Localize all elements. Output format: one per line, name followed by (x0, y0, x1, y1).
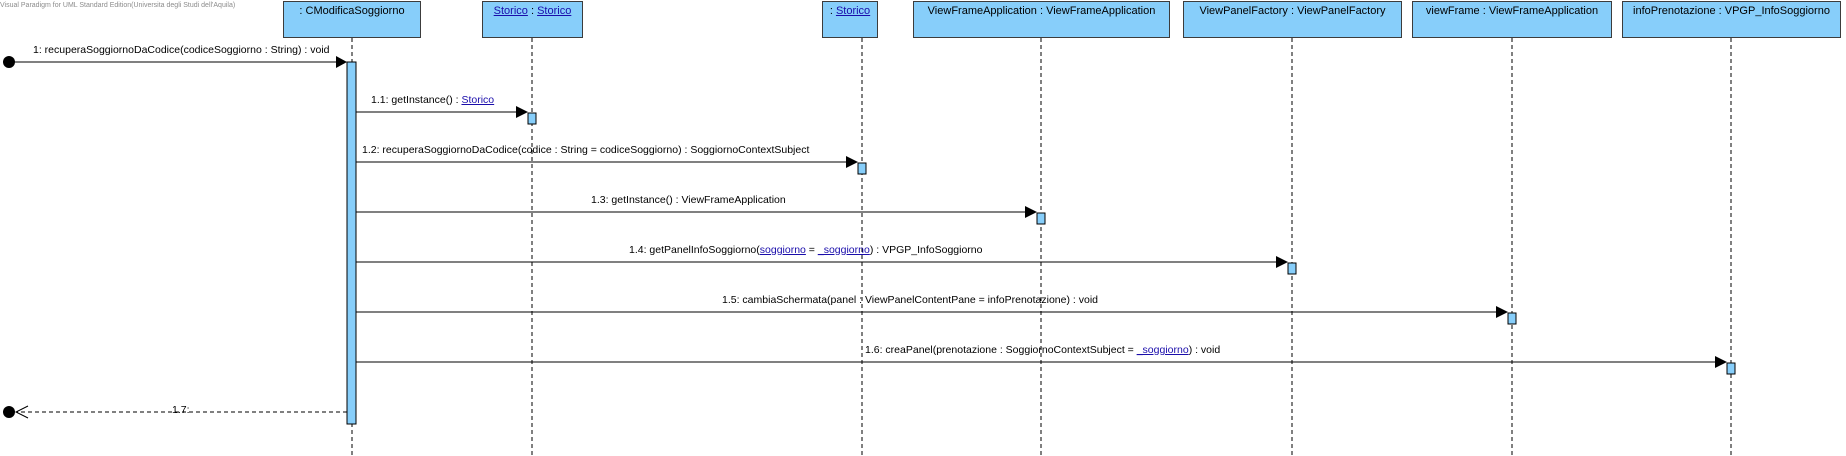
message-label-part: 1.2: recuperaSoggiornoDaCodice(codice : … (362, 144, 810, 156)
arrowhead-m15 (1496, 306, 1508, 318)
arrowhead-m13 (1025, 206, 1037, 218)
activation-bar-viewpanelfactory (1287, 262, 1297, 275)
arrowhead-m14 (1276, 256, 1288, 268)
message-label-part: ) : VPGP_InfoSoggiorno (869, 244, 983, 256)
lifeline-head-storico2[interactable]: : Storico (822, 1, 878, 38)
watermark: Visual Paradigm for UML Standard Edition… (0, 2, 236, 9)
message-label-part[interactable]: Storico (461, 94, 495, 106)
message-label-m1: 1: recuperaSoggiornoDaCodice(codiceSoggi… (33, 44, 330, 56)
return-endpoint-dot (3, 406, 15, 418)
activation-bar-main (346, 61, 357, 425)
activation-bar-storico2 (857, 162, 867, 175)
message-label-m16: 1.6: creaPanel(prenotazione : SoggiornoC… (865, 344, 1220, 356)
lifeline-label-part: : (829, 5, 836, 17)
lifeline-head-storico1[interactable]: Storico : Storico (482, 1, 583, 38)
lifeline-head-viewframeapp[interactable]: ViewFrameApplication : ViewFrameApplicat… (913, 1, 1170, 38)
message-label-part[interactable]: soggiorno (759, 244, 806, 256)
activation-bar-viewframeapp (1036, 212, 1046, 225)
activation-bar-viewframe (1507, 312, 1517, 325)
message-label-part: = (805, 244, 818, 256)
message-label-m12: 1.2: recuperaSoggiornoDaCodice(codice : … (362, 144, 809, 156)
lifeline-label-part: viewFrame : ViewFrameApplication (1425, 5, 1599, 17)
lifeline-head-cmodifica[interactable]: : CModificaSoggiorno (283, 1, 421, 38)
message-label-m15: 1.5: cambiaSchermata(panel : ViewPanelCo… (722, 294, 1098, 306)
lifeline-head-infoprenotazione[interactable]: infoPrenotazione : VPGP_InfoSoggiorno (1622, 1, 1841, 38)
arrowhead-m1 (336, 56, 347, 68)
message-label-part: 1.5: cambiaSchermata(panel : ViewPanelCo… (722, 294, 1098, 306)
lifeline-label-part[interactable]: Storico (537, 5, 572, 17)
lifeline-label-part: ViewFrameApplication : ViewFrameApplicat… (927, 5, 1156, 17)
lifeline-label-part: ViewPanelFactory : ViewPanelFactory (1199, 5, 1386, 17)
message-label-part: 1: recuperaSoggiornoDaCodice(codiceSoggi… (33, 44, 330, 56)
message-label-m13: 1.3: getInstance() : ViewFrameApplicatio… (591, 194, 786, 206)
lifeline-label-part: infoPrenotazione : VPGP_InfoSoggiorno (1633, 5, 1830, 17)
found-message-dot (3, 56, 15, 68)
message-label-m14: 1.4: getPanelInfoSoggiorno(soggiorno = _… (629, 244, 982, 256)
arrowhead-m12 (846, 156, 858, 168)
message-label-part: 1.1: getInstance() : (371, 94, 462, 106)
message-label-part: 1.6: creaPanel(prenotazione : SoggiornoC… (865, 344, 1137, 356)
lifeline-label-part: : CModificaSoggiorno (299, 5, 405, 17)
message-label-m17: 1.7: (172, 404, 190, 416)
activation-bar-storico1 (527, 112, 537, 125)
arrowhead-m11 (516, 106, 528, 118)
message-label-part: ) : void (1188, 344, 1221, 356)
lifeline-head-viewpanelfactory[interactable]: ViewPanelFactory : ViewPanelFactory (1183, 1, 1402, 38)
lifeline-label-part[interactable]: Storico (493, 5, 528, 17)
message-label-part[interactable]: _soggiorno (1136, 344, 1189, 356)
lifeline-label-part[interactable]: Storico (835, 5, 871, 17)
message-label-part: 1.7: (172, 404, 190, 416)
activation-bar-infoprenotazione (1726, 362, 1736, 375)
lifeline-label-part: : (527, 5, 538, 17)
message-label-part: 1.3: getInstance() : ViewFrameApplicatio… (591, 194, 786, 206)
arrowhead-m17 (14, 405, 29, 419)
message-label-part[interactable]: _soggiorno (817, 244, 870, 256)
lifeline-head-viewframe[interactable]: viewFrame : ViewFrameApplication (1412, 1, 1612, 38)
arrowhead-m16 (1715, 356, 1727, 368)
message-label-m11: 1.1: getInstance() : Storico (371, 94, 494, 106)
message-label-part: 1.4: getPanelInfoSoggiorno( (629, 244, 760, 256)
